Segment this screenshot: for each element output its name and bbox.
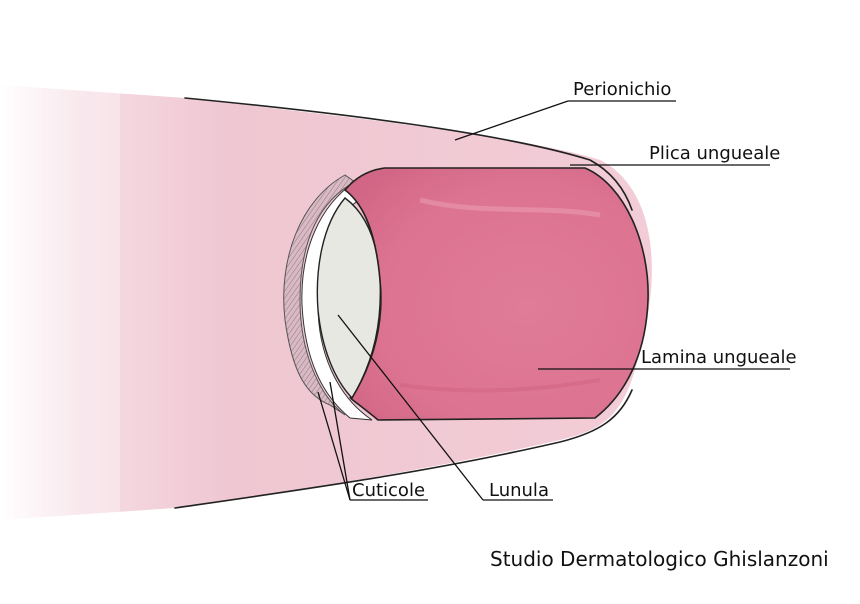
label-lamina-ungueale: Lamina ungueale <box>641 347 797 368</box>
finger-bottom-outline <box>174 389 633 509</box>
nail-highlight <box>419 197 601 218</box>
cuticole-leader-1 <box>329 381 351 501</box>
label-lunula: Lunula <box>489 480 549 501</box>
cuticole-leader-2 <box>317 391 351 501</box>
nail-plate-shape <box>343 167 649 421</box>
finger-fade <box>0 60 120 540</box>
label-cuticole: Cuticole <box>352 480 425 501</box>
label-plica-ungueale: Plica ungueale <box>649 143 780 164</box>
lunula-leader <box>337 314 484 501</box>
credit-text: Studio Dermatologico Ghislanzoni <box>490 547 829 571</box>
perionichio-leader <box>454 100 569 141</box>
label-perionichio: Perionichio <box>573 79 671 100</box>
nail-shadow <box>399 378 601 393</box>
finger-top-outline <box>184 97 633 211</box>
cuticle-band <box>283 174 356 416</box>
